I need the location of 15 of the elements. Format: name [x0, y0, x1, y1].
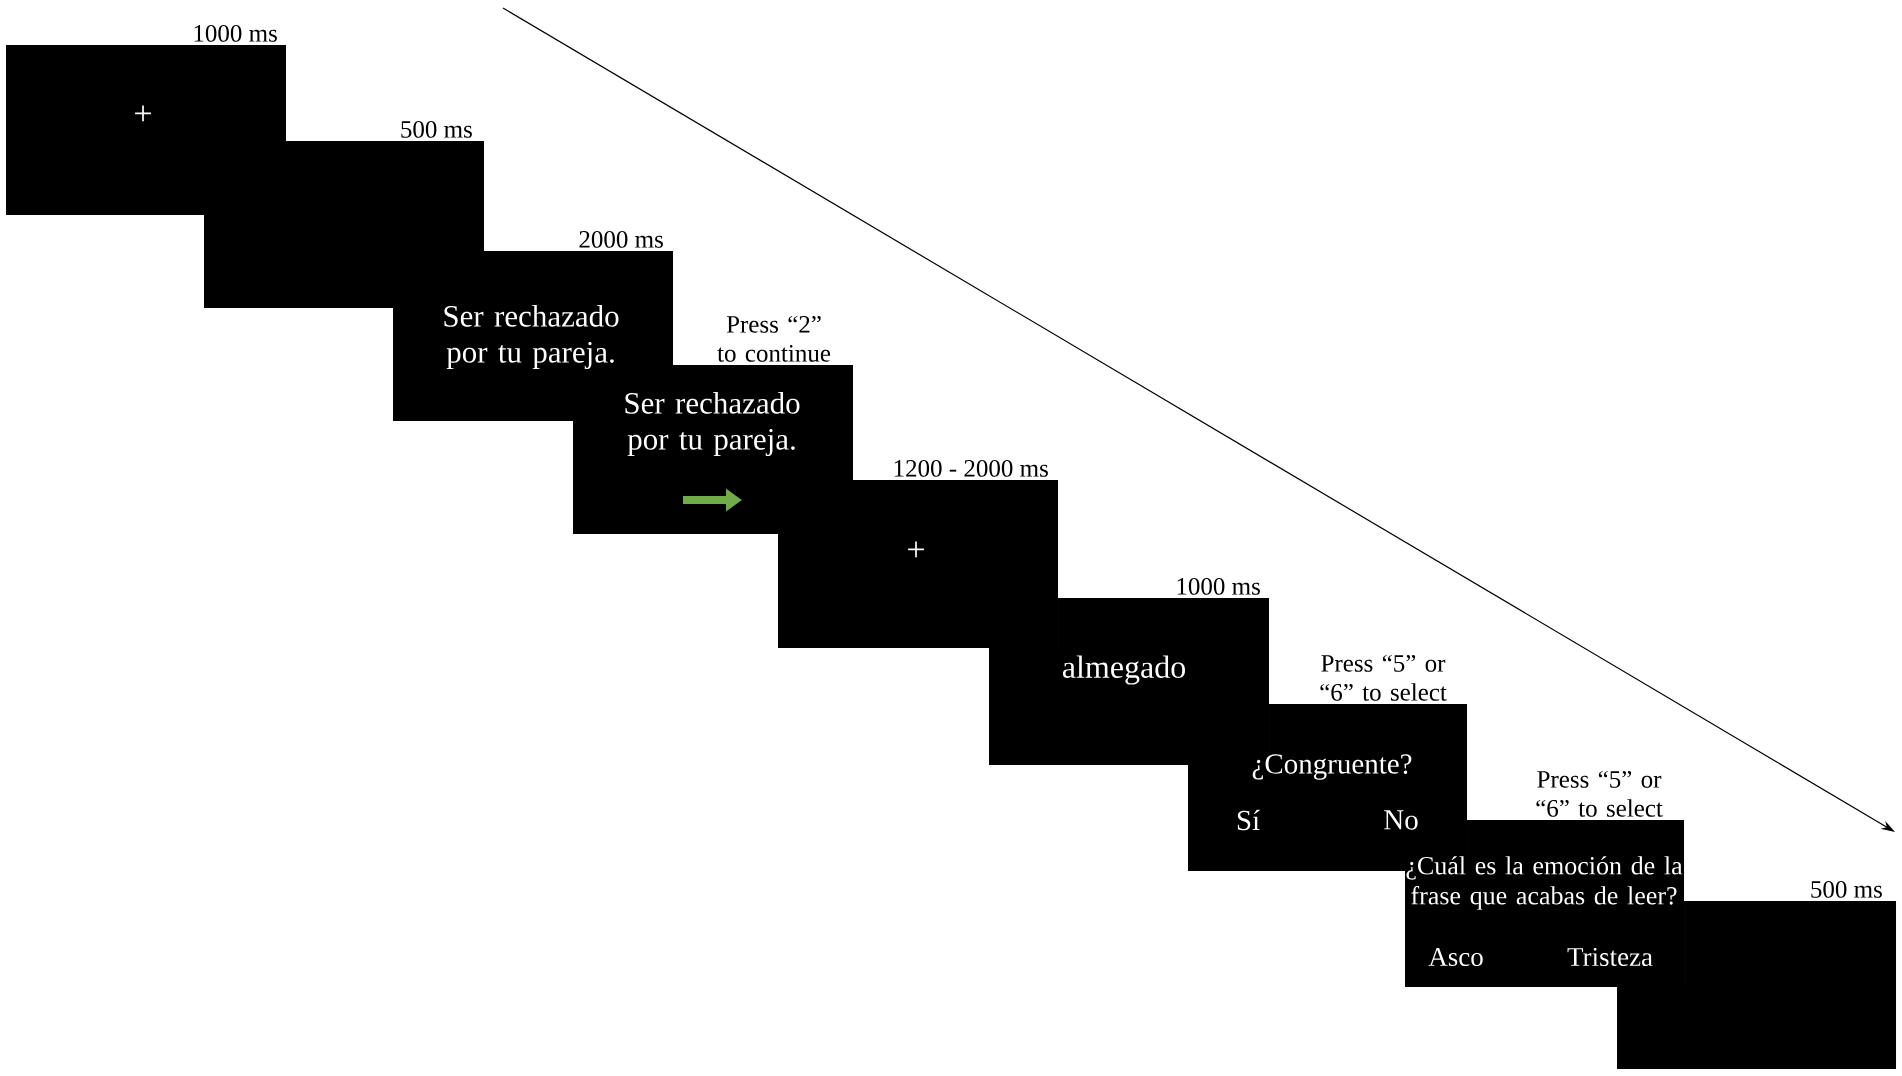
instruction-label: Press “2” to continue	[717, 315, 831, 362]
instruction-label: Press “5” or “6” to select	[1320, 654, 1447, 701]
screen: +	[6, 45, 286, 215]
node-label: Sí	[1237, 809, 1260, 831]
node-label: ¿Cuál es la emoción de la frase que acabas de leer?	[1406, 856, 1683, 910]
duration-label: 1000 ms	[1177, 577, 1260, 595]
duration-label: 1200 - 2000 ms	[894, 459, 1048, 477]
node-label: Asco	[1428, 947, 1483, 967]
node-label: Tristeza	[1567, 947, 1653, 967]
duration-label: 500 ms	[401, 120, 472, 138]
duration-label: 2000 ms	[579, 230, 663, 248]
duration-label: 1000 ms	[194, 24, 277, 42]
instruction-label: Press “5” or “6” to select	[1536, 770, 1663, 817]
duration-label: 500 ms	[1811, 880, 1882, 898]
screen: +	[778, 480, 1058, 648]
